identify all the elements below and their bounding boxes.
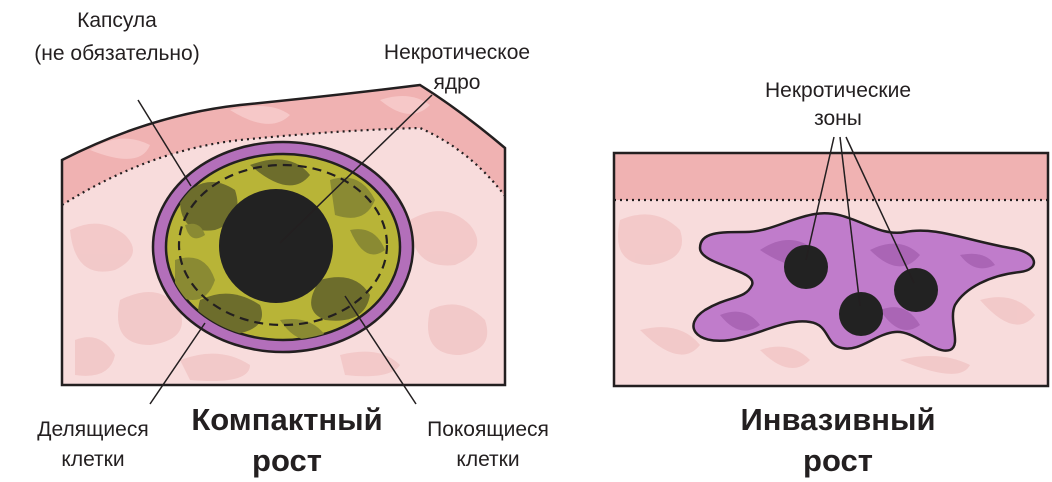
label-resting-cells-1: Покоящиеся: [427, 418, 549, 441]
necrotic-zone-2: [839, 292, 883, 336]
label-necrotic-zones-2: зоны: [814, 107, 862, 130]
label-capsule-2: (не обязательно): [34, 42, 199, 65]
title-invasive-2: рост: [803, 443, 873, 478]
necrotic-zone-3: [894, 268, 938, 312]
title-compact-2: рост: [252, 443, 322, 478]
label-necrotic-zones-1: Некротические: [765, 79, 911, 102]
title-invasive-1: Инвазивный: [740, 402, 935, 437]
label-capsule-1: Капсула: [77, 9, 157, 32]
necrotic-zone-1: [784, 245, 828, 289]
compact-growth-panel: Капсула (не обязательно) Некротическое я…: [34, 9, 549, 478]
label-dividing-cells-1: Делящиеся: [37, 418, 148, 441]
label-resting-cells-2: клетки: [456, 448, 519, 471]
right-epithelium: [614, 153, 1048, 200]
invasive-growth-panel: Некротические зоны Инвазивный рост: [614, 79, 1048, 478]
label-necrotic-core-2: ядро: [434, 71, 481, 94]
necrotic-core: [219, 189, 333, 303]
title-compact-1: Компактный: [191, 402, 382, 437]
label-necrotic-core-1: Некротическое: [384, 41, 530, 64]
label-dividing-cells-2: клетки: [61, 448, 124, 471]
